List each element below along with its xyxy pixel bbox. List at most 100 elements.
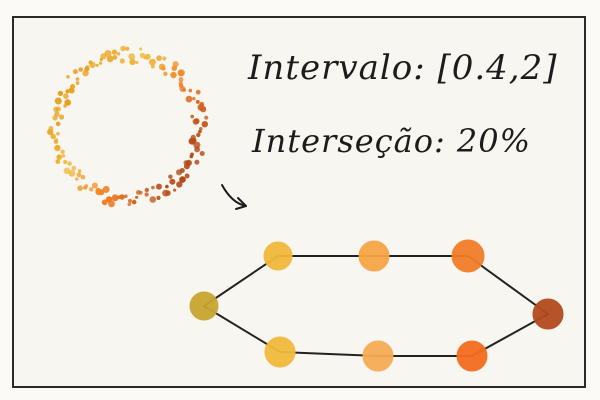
ring-dot xyxy=(135,60,139,65)
ring-dot xyxy=(76,172,82,178)
ring-dot xyxy=(72,69,78,75)
ring-dot xyxy=(77,169,82,173)
ring-dot xyxy=(61,154,66,158)
ring-dot xyxy=(204,115,209,120)
ring-dot xyxy=(65,89,70,94)
ring-dot xyxy=(75,77,80,81)
ring-dot xyxy=(119,58,125,64)
ring-dot xyxy=(77,185,83,191)
interval-label: Intervalo: [0.4,2] xyxy=(248,48,558,88)
ring-dot xyxy=(75,81,80,85)
ring-dot xyxy=(82,70,89,77)
ring-dot xyxy=(190,114,194,119)
ring-dot xyxy=(127,198,133,203)
ring-dot xyxy=(199,127,203,131)
ring-dot xyxy=(169,178,176,185)
ring-dot xyxy=(194,146,201,153)
ring-dot xyxy=(196,132,201,138)
ring-dot xyxy=(54,111,60,117)
ring-dot xyxy=(168,174,173,179)
ring-dot xyxy=(176,169,183,176)
ring-dot xyxy=(163,71,168,77)
ring-dot xyxy=(189,154,194,159)
ring-dot xyxy=(84,65,90,71)
ring-dot xyxy=(48,126,54,131)
ring-dot xyxy=(182,88,186,92)
ring-dot xyxy=(161,66,166,71)
ring-dot xyxy=(54,97,62,105)
ring-dot xyxy=(91,182,98,189)
ring-dot xyxy=(171,65,177,71)
ring-dot xyxy=(125,46,130,51)
ring-dot xyxy=(194,159,200,165)
ring-dot xyxy=(198,129,202,134)
ring-dot xyxy=(63,167,71,175)
ring-dot xyxy=(83,185,88,190)
ring-dot xyxy=(201,121,208,128)
ring-dot xyxy=(56,154,62,160)
ring-dot xyxy=(68,169,76,177)
ring-dot xyxy=(67,161,72,166)
ring-dot xyxy=(185,95,193,103)
ring-dot xyxy=(136,190,141,195)
ring-dot xyxy=(200,106,207,113)
ring-dot xyxy=(162,56,167,61)
ring-dot xyxy=(55,145,60,150)
ring-dot xyxy=(95,187,101,193)
ring-dot xyxy=(119,194,125,200)
ring-dot xyxy=(173,188,177,192)
ring-dot xyxy=(55,121,61,127)
ring-dot xyxy=(144,53,151,60)
ring-dot xyxy=(95,63,99,67)
ring-dot xyxy=(156,195,161,200)
intersection-label: Interseção: 20% xyxy=(252,122,532,160)
graph-node xyxy=(263,241,293,271)
ring-dot xyxy=(80,174,86,180)
ring-dot xyxy=(151,64,155,69)
ring-dot xyxy=(128,53,135,60)
graph-edge xyxy=(279,351,379,357)
ring-dot xyxy=(156,55,162,61)
ring-dot xyxy=(64,99,71,106)
ring-dot xyxy=(66,75,70,79)
graph-node xyxy=(456,340,488,372)
ring-dot xyxy=(101,199,108,206)
graph-node xyxy=(358,240,390,272)
ring-dot xyxy=(70,83,76,90)
ring-dot xyxy=(55,159,61,165)
ring-dot xyxy=(104,50,112,57)
ring-dot xyxy=(178,77,184,82)
ring-dot xyxy=(54,138,59,142)
ring-dot xyxy=(135,195,139,199)
ring-dot xyxy=(106,55,114,63)
ring-dot xyxy=(144,187,149,193)
ring-dot xyxy=(151,185,155,190)
ring-dot xyxy=(57,90,64,97)
ring-dot xyxy=(60,149,65,154)
ring-dot xyxy=(105,196,113,203)
ring-dot xyxy=(177,69,185,77)
graph-node xyxy=(362,340,394,372)
ring-dot xyxy=(127,202,132,207)
ring-dot xyxy=(183,163,190,170)
ring-dot xyxy=(144,192,149,197)
graph-node xyxy=(451,239,485,273)
ring-dot xyxy=(59,114,65,120)
ring-dot xyxy=(55,106,61,112)
ring-dot xyxy=(170,71,177,79)
ring-dot xyxy=(131,199,137,205)
ring-dot xyxy=(116,52,121,56)
ring-dot xyxy=(188,88,193,93)
ring-dot xyxy=(192,96,196,101)
ring-dot xyxy=(192,118,199,125)
ring-dot xyxy=(193,141,201,149)
graph-edge xyxy=(203,255,279,307)
ring-dot xyxy=(195,89,201,95)
ring-dot xyxy=(56,131,60,136)
graph-node xyxy=(189,291,219,321)
ring-dot xyxy=(129,58,136,66)
